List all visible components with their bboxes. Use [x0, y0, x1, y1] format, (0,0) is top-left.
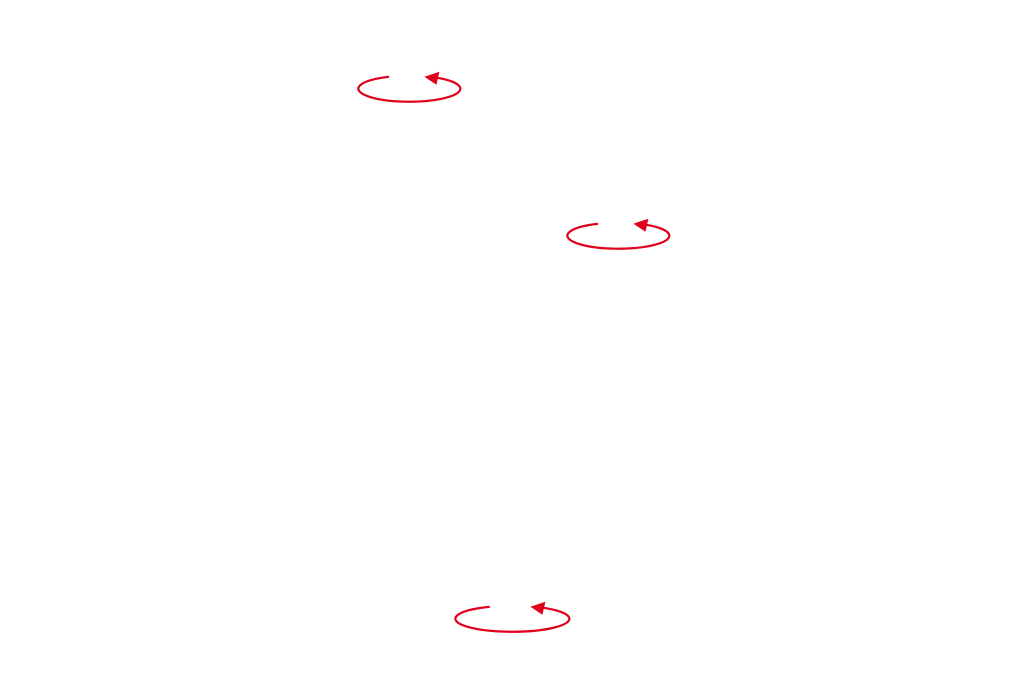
- rotation-marker-3: [454, 601, 571, 633]
- rotate-counterclockwise-icon: [633, 218, 649, 232]
- rotation-marker-1: [357, 71, 462, 103]
- rotation-marker-2: [566, 218, 671, 250]
- rotate-counterclockwise-icon: [424, 71, 440, 85]
- rotate-counterclockwise-icon: [530, 601, 546, 615]
- rotation-arc: [566, 222, 671, 250]
- rotation-markers: [357, 71, 671, 633]
- rotation-arc: [357, 75, 462, 103]
- rotation-arc: [454, 605, 571, 633]
